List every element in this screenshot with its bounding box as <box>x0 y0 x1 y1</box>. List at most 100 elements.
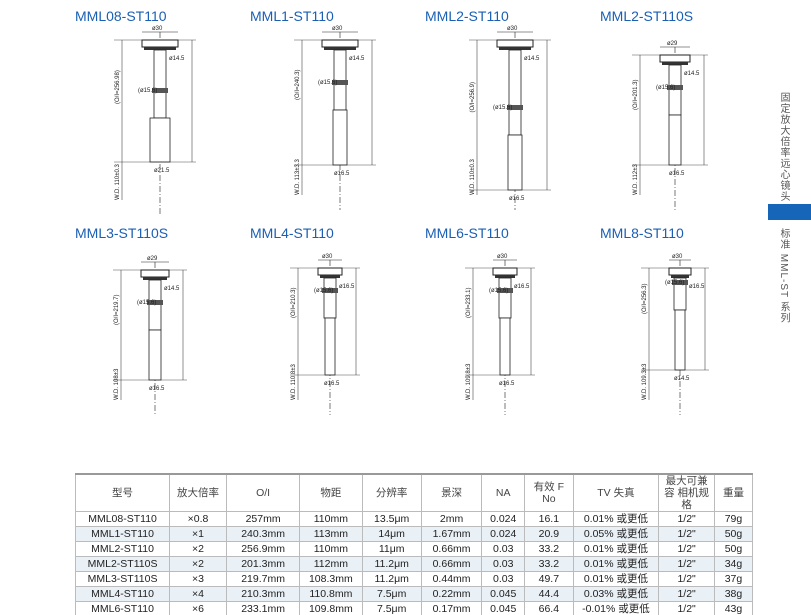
flange-thread <box>671 275 689 278</box>
tube-diameter-label: ø14.5 <box>684 71 700 77</box>
drawing-title: MML2-ST110 <box>425 8 509 24</box>
flange-thread <box>144 47 176 50</box>
mount-flange <box>492 267 518 276</box>
lens-tube <box>153 49 167 119</box>
body-diameter-label: ø16.5 <box>669 171 685 177</box>
table-cell: 13.5μm <box>361 511 422 527</box>
column-header: 物距 <box>299 473 363 512</box>
wd-label: W.D. 110±0.3 <box>115 163 121 200</box>
table-cell: 1.67mm <box>420 526 483 542</box>
body-diameter-label: ø16.5 <box>149 386 165 392</box>
oi-label: (O/I=240.3) <box>295 69 301 100</box>
table-cell: 110mm <box>299 511 363 527</box>
table-cell: ×6 <box>169 601 227 615</box>
drawing-title: MML2-ST110S <box>600 8 694 24</box>
flange-thread <box>499 47 531 50</box>
table-cell: 79g <box>713 511 754 527</box>
lens-body <box>332 109 348 166</box>
table-cell: 0.01% 或更低 <box>572 541 660 557</box>
flange-thread <box>495 275 515 278</box>
table-cell: 0.66mm <box>420 556 483 572</box>
focus-ring <box>507 105 523 110</box>
drawing-title: MML1-ST110 <box>250 8 334 24</box>
table-cell: 33.2 <box>524 541 574 557</box>
top-diameter-label: ø30 <box>152 26 163 32</box>
wd-label: W.D. 110.8±3 <box>291 363 297 400</box>
focus-ring <box>322 288 338 293</box>
table-cell: 201.3mm <box>225 556 301 572</box>
table-cell: 37g <box>713 571 754 587</box>
table-cell: 257mm <box>225 511 301 527</box>
table-cell: ×3 <box>169 571 227 587</box>
table-cell: 11μm <box>361 541 422 557</box>
table-cell: 1/2" <box>658 571 715 587</box>
top-diameter-label: ø29 <box>147 256 158 262</box>
focus-ring <box>672 280 688 285</box>
column-header: 型号 <box>74 473 171 512</box>
table-cell: 110mm <box>299 541 363 557</box>
body-diameter-label: ø16.5 <box>499 381 515 387</box>
body-diameter-label: ø21.5 <box>154 168 170 174</box>
table-cell: 11.2μm <box>361 556 422 572</box>
table-cell: 0.66mm <box>420 541 483 557</box>
wd-label: W.D. 113±3.3 <box>295 158 301 195</box>
lens-body <box>507 134 523 191</box>
table-cell: MML4-ST110 <box>74 586 171 602</box>
top-diameter-label: ø30 <box>672 254 683 260</box>
lens-tube <box>508 49 522 136</box>
body-diameter-label: ø14.5 <box>674 376 690 382</box>
table-cell: 256.9mm <box>225 541 301 557</box>
table-cell: 109.8mm <box>299 601 363 615</box>
wd-label: W.D. 112±3 <box>633 163 639 195</box>
technical-drawings: ø30 ø14.5 (ø15.6) ø21.5 (O/I=256.98) W.D. 110… <box>113 26 709 415</box>
table-cell: 240.3mm <box>225 526 301 542</box>
column-header: TV 失真 <box>572 473 660 512</box>
table-cell: 50g <box>713 541 754 557</box>
body-diameter-label: ø16.5 <box>509 196 525 202</box>
table-cell: 66.4 <box>524 601 574 615</box>
table-cell: MML2-ST110S <box>74 556 171 572</box>
table-cell: 20.9 <box>524 526 574 542</box>
column-header: 有效 F No <box>524 473 574 512</box>
flange-thread <box>324 47 356 50</box>
column-header: O/I <box>225 473 301 512</box>
table-cell: -0.01% 或更低 <box>572 601 660 615</box>
table-cell: 112mm <box>299 556 363 572</box>
mount-flange <box>659 54 691 63</box>
oi-label: (O/I=256.98) <box>115 70 121 104</box>
oi-label: (O/I=201.3) <box>633 79 639 110</box>
table-cell: 108.3mm <box>299 571 363 587</box>
top-diameter-label: ø30 <box>322 254 333 260</box>
mount-flange <box>140 269 170 278</box>
tube-diameter-label: ø16.5 <box>339 284 355 290</box>
drawing-title: MML8-ST110 <box>600 225 684 241</box>
oi-label: (O/I=233.1) <box>466 287 472 318</box>
oi-label: (O/I=256.9) <box>470 82 476 113</box>
table-cell: 0.05% 或更低 <box>572 526 660 542</box>
flange-thread <box>320 275 340 278</box>
table-cell: 11.2μm <box>361 571 422 587</box>
tube-diameter-label: ø14.5 <box>164 286 180 292</box>
table-cell: 0.22mm <box>420 586 483 602</box>
ring-diameter-label: (ø15.6) <box>489 288 508 294</box>
lens-tube <box>498 277 512 319</box>
top-diameter-label: ø30 <box>497 254 508 260</box>
tube-diameter-label: ø16.5 <box>514 284 530 290</box>
lens-body <box>674 309 686 371</box>
table-cell: 2mm <box>420 511 483 527</box>
drawing-title: MML6-ST110 <box>425 225 509 241</box>
focus-ring <box>147 300 163 305</box>
table-cell: 33.2 <box>524 556 574 572</box>
ring-diameter-label: (ø15.6) <box>138 88 157 94</box>
mount-flange <box>317 267 343 276</box>
top-diameter-label: ø30 <box>507 26 518 32</box>
table-cell: 1/2" <box>658 586 715 602</box>
table-cell: MML6-ST110 <box>74 601 171 615</box>
ring-diameter-label: (ø15.6) <box>314 288 333 294</box>
oi-label: (O/I=256.3) <box>642 283 648 314</box>
ring-diameter-label: (ø15.6) <box>318 80 337 86</box>
table-cell: ×2 <box>169 556 227 572</box>
table-cell: 0.03% 或更低 <box>572 586 660 602</box>
